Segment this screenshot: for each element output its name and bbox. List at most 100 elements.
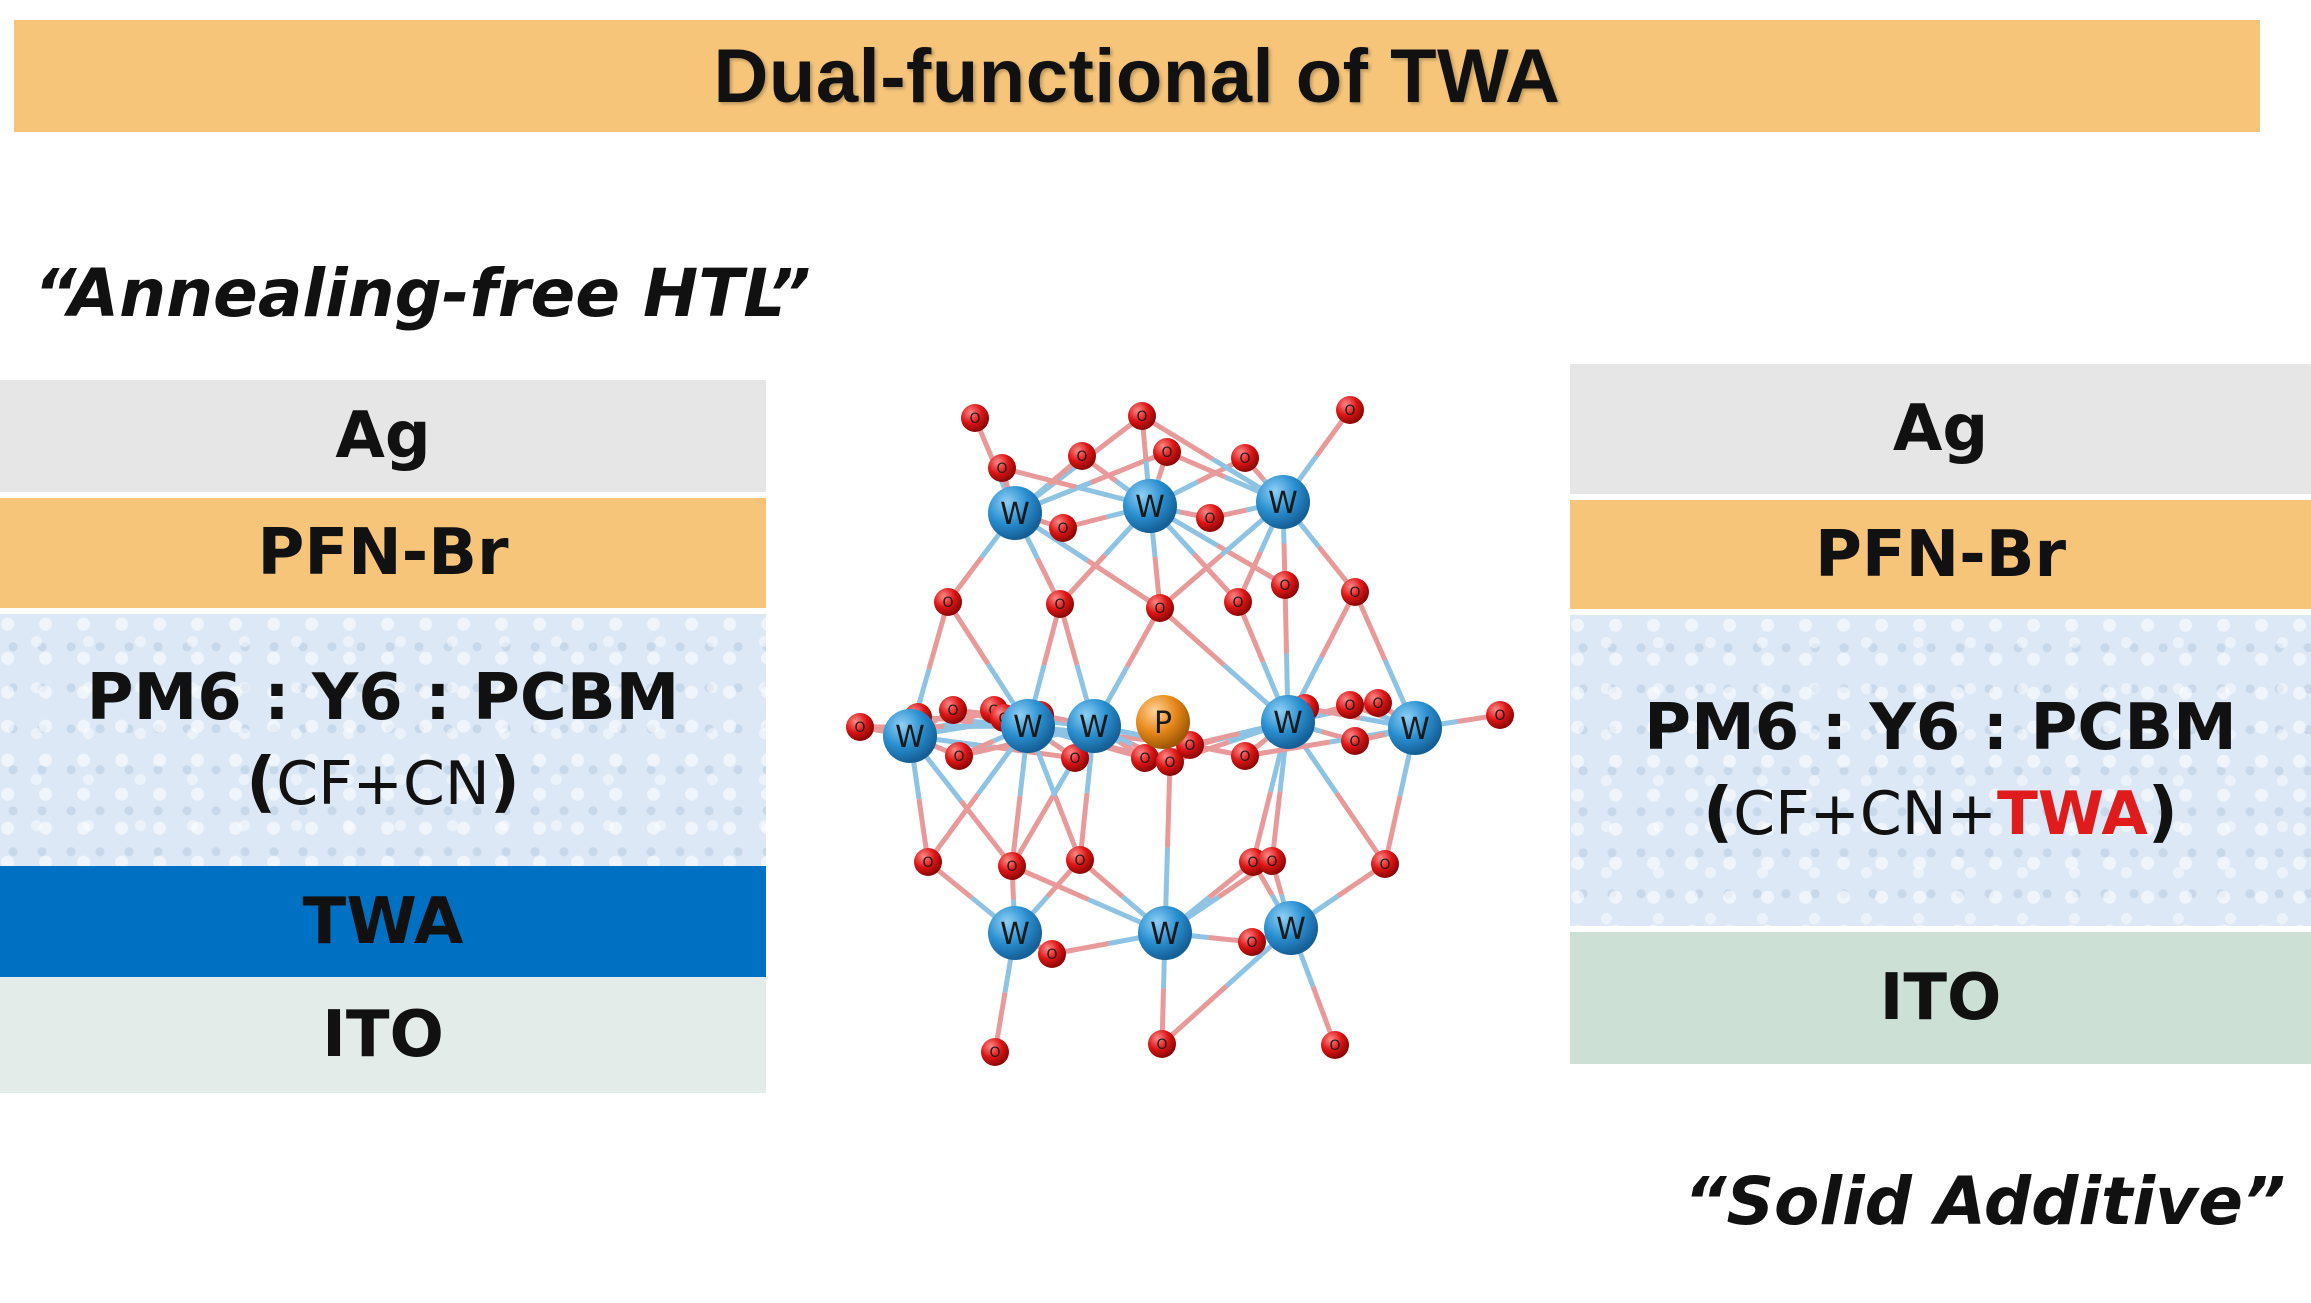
oxygen-atom: O	[1046, 590, 1074, 618]
oxygen-atom-label: O	[1344, 698, 1355, 714]
oxygen-atom: O	[1224, 588, 1252, 616]
layer-pfn-br: PFN-Br	[1570, 500, 2311, 609]
tungsten-atom-label: W	[1268, 486, 1298, 521]
layer-ito-label: ITO	[322, 998, 444, 1072]
oxygen-atom: O	[1131, 744, 1159, 772]
oxygen-atom-label: O	[1156, 1037, 1167, 1053]
oxygen-atom: O	[1148, 1030, 1176, 1058]
oxygen-atom: O	[961, 404, 989, 432]
bond-segment	[1165, 761, 1173, 848]
layer-active-label: PM6 : Y6 : PCBM	[86, 660, 680, 735]
oxygen-atom-label: O	[1372, 696, 1383, 712]
layer-ag: Ag	[0, 380, 766, 492]
layer-ag-label: Ag	[335, 399, 431, 473]
oxygen-atom-label: O	[969, 411, 980, 427]
tungsten-atom: W	[1256, 475, 1310, 529]
oxygen-atom-label: O	[1164, 755, 1175, 771]
oxygen-atom-label: O	[1232, 595, 1243, 611]
twa-additive-highlight: TWA	[1996, 779, 2148, 849]
tungsten-atom-label: W	[1150, 917, 1180, 952]
title-banner: Dual-functional of TWA	[14, 20, 2260, 132]
oxygen-atom-label: O	[1136, 409, 1147, 425]
oxygen-atom-label: O	[1494, 708, 1505, 724]
tungsten-atom-label: W	[1079, 710, 1109, 745]
oxygen-atom-label: O	[1239, 749, 1250, 765]
oxygen-atom-label: O	[1344, 403, 1355, 419]
layer-active: PM6 : Y6 : PCBM (CF+CN+TWA)	[1570, 615, 2311, 926]
oxygen-atom: O	[1156, 748, 1184, 776]
oxygen-atom: O	[945, 742, 973, 770]
layer-pfn-br: PFN-Br	[0, 498, 766, 608]
layer-pfn-br-label: PFN-Br	[1814, 517, 2067, 592]
layer-pfn-br-label: PFN-Br	[257, 516, 509, 590]
oxygen-atom-label: O	[996, 461, 1007, 477]
tungsten-atom: W	[988, 486, 1042, 540]
oxygen-atom: O	[1271, 571, 1299, 599]
oxygen-atom-label: O	[1074, 853, 1085, 869]
tungsten-atom-label: W	[1400, 712, 1430, 747]
oxygen-atom-label: O	[1247, 855, 1258, 871]
oxygen-atom: O	[1364, 689, 1392, 717]
oxygen-atom-label: O	[1349, 734, 1360, 750]
tungsten-atom-label: W	[1000, 917, 1030, 952]
oxygen-atom-label: O	[854, 720, 865, 736]
tungsten-atom: W	[988, 906, 1042, 960]
oxygen-atom: O	[998, 852, 1026, 880]
left-device-stack: Ag PFN-Br PM6 : Y6 : PCBM (CF+CN) TWA IT…	[0, 380, 766, 1093]
tungsten-atom: W	[1123, 479, 1177, 533]
oxygen-atom-label: O	[1279, 578, 1290, 594]
oxygen-atom-label: O	[1161, 445, 1172, 461]
oxygen-atom: O	[1066, 846, 1094, 874]
tungsten-atom: W	[1138, 906, 1192, 960]
oxygen-atom-label: O	[1329, 1038, 1340, 1054]
bond-segment	[1086, 558, 1162, 611]
layer-twa: TWA	[0, 866, 766, 977]
oxygen-atom: O	[1061, 744, 1089, 772]
layer-ag: Ag	[1570, 364, 2311, 494]
oxygen-atom: O	[1321, 1031, 1349, 1059]
layer-twa-label: TWA	[302, 884, 464, 959]
tungsten-atom: W	[883, 709, 937, 763]
oxygen-atom-label: O	[1204, 511, 1215, 527]
tungsten-atom-label: W	[1276, 912, 1306, 947]
layer-active-label: PM6 : Y6 : PCBM	[1644, 691, 2237, 765]
oxygen-atom-label: O	[1239, 451, 1250, 467]
tungsten-atom-label: W	[1273, 706, 1303, 741]
oxygen-atom: O	[939, 696, 967, 724]
oxygen-atom: O	[1128, 402, 1156, 430]
oxygen-atom: O	[1231, 742, 1259, 770]
oxygen-atom: O	[1258, 847, 1286, 875]
oxygen-atom: O	[1196, 504, 1224, 532]
oxygen-atom: O	[1341, 727, 1369, 755]
layer-active-solvent: (CF+CN+TWA)	[1703, 773, 2178, 850]
right-device-stack: Ag PFN-Br PM6 : Y6 : PCBM (CF+CN+TWA) IT…	[1570, 364, 2311, 1064]
oxygen-atom: O	[1371, 850, 1399, 878]
oxygen-atom-label: O	[1379, 857, 1390, 873]
oxygen-atom: O	[1341, 578, 1369, 606]
oxygen-atom-label: O	[947, 703, 958, 719]
twa-molecule-structure: OOOOOOOOOOOOOOOOOOOOOOOOOOOOOOOOOOOOOOOO…	[846, 396, 1514, 1066]
oxygen-atom-label: O	[1076, 449, 1087, 465]
oxygen-atom-label: O	[1184, 738, 1195, 754]
oxygen-atom: O	[988, 454, 1016, 482]
oxygen-atom: O	[1049, 514, 1077, 542]
oxygen-atom: O	[1238, 928, 1266, 956]
layer-ag-label: Ag	[1892, 392, 1989, 466]
page-title: Dual-functional of TWA	[713, 33, 1561, 119]
oxygen-atom: O	[1231, 444, 1259, 472]
oxygen-atom-label: O	[1246, 935, 1257, 951]
tungsten-atom-label: W	[1013, 710, 1043, 745]
tungsten-atom: W	[1001, 699, 1055, 753]
oxygen-atom-label: O	[1054, 597, 1065, 613]
oxygen-atom-label: O	[1057, 521, 1068, 537]
oxygen-atom: O	[981, 1038, 1009, 1066]
oxygen-atom: O	[1146, 594, 1174, 622]
oxygen-atom-label: O	[1006, 859, 1017, 875]
oxygen-atom-label: O	[1154, 601, 1165, 617]
bond-segment	[1158, 606, 1226, 667]
oxygen-atom-label: O	[942, 595, 953, 611]
oxygen-atom: O	[846, 713, 874, 741]
layer-ito: ITO	[1570, 932, 2311, 1064]
oxygen-atom-label: O	[1046, 947, 1057, 963]
oxygen-atom-label: O	[1069, 751, 1080, 767]
